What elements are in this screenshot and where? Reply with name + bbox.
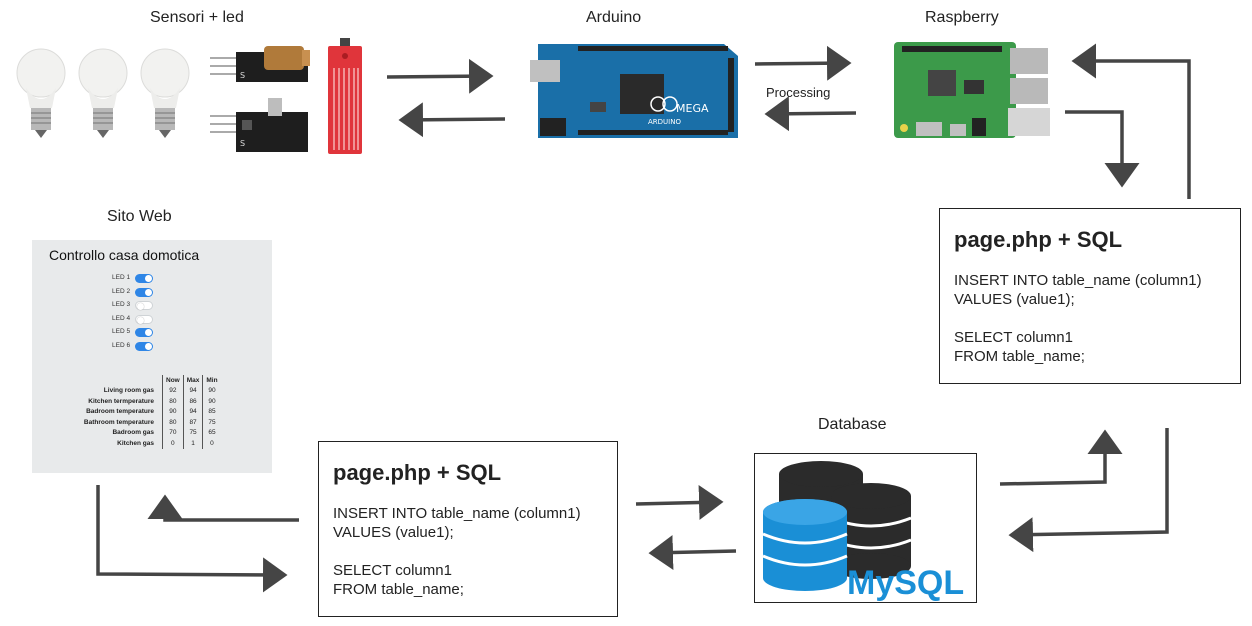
arrow-database-to-codebox-bottom <box>648 535 737 570</box>
sql-line: SELECT column1 <box>333 562 452 579</box>
mega-text: MEGA <box>676 102 709 115</box>
database-label: Database <box>818 416 887 433</box>
arrow-raspberry-to-arduino <box>764 96 857 132</box>
arduino-board: MEGA ARDUINO <box>530 44 738 138</box>
codebox-bottom: page.php + SQL INSERT INTO table_name (c… <box>318 441 618 617</box>
laser-sensor-icon: S <box>210 46 310 82</box>
led-toggle[interactable] <box>135 314 153 324</box>
website-mockup: Controllo casa domotica LED 1 LED 2 LED … <box>32 240 272 473</box>
led-toggle[interactable] <box>135 328 153 337</box>
led-label: LED 2 <box>112 287 131 295</box>
table-header: Min <box>202 375 221 386</box>
sensor-modules: S S <box>210 38 362 154</box>
website-label: Sito Web <box>107 208 172 225</box>
mysql-text: MySQL <box>847 564 964 602</box>
led-toggle[interactable] <box>135 274 153 283</box>
led-label: LED 6 <box>112 341 131 349</box>
table-header: Now <box>162 375 184 386</box>
bulb-icon <box>16 48 66 138</box>
sql-line: VALUES (value1); <box>954 291 1075 308</box>
sensors-label: Sensori + led <box>150 9 244 26</box>
svg-text:S: S <box>240 139 245 148</box>
led-row: LED 6 <box>112 341 153 352</box>
led-row: LED 5 <box>112 328 153 338</box>
bulb-icon <box>78 48 128 138</box>
table-row: Kitchen gas 0 1 0 <box>52 438 221 449</box>
led-toggle[interactable] <box>135 301 153 310</box>
codebox-right-title: page.php + SQL <box>954 227 1123 252</box>
website-title: Controllo casa domotica <box>49 247 200 263</box>
raspberry-label: Raspberry <box>925 9 999 26</box>
arrow-codebox-to-database <box>1008 428 1169 553</box>
processing-label: Processing <box>766 85 831 100</box>
sql-line: VALUES (value1); <box>333 524 454 541</box>
table-row: Kitchen termperature 80 86 90 <box>52 396 221 407</box>
arrow-sensors-to-arduino <box>386 58 494 94</box>
led-toggle[interactable] <box>135 287 153 297</box>
led-row: LED 4 <box>112 314 153 325</box>
arrow-codebox-to-website <box>147 494 299 522</box>
arrow-database-to-codebox <box>999 429 1123 486</box>
sql-line: FROM table_name; <box>954 348 1085 365</box>
water-sensor-icon <box>328 38 362 154</box>
led-row: LED 3 <box>112 301 153 311</box>
light-sensor-icon: S <box>210 98 308 152</box>
table-row: Living room gas 92 94 90 <box>52 385 221 396</box>
led-row: LED 2 <box>112 287 153 298</box>
arduino-logo-text: ARDUINO <box>648 118 681 126</box>
sql-line: SELECT column1 <box>954 329 1073 346</box>
table-row: Bathroom temperature 80 87 75 <box>52 417 221 428</box>
table-header: Max <box>182 375 203 386</box>
arrow-codebox-to-raspberry <box>1071 43 1191 199</box>
database-icon: MySQL <box>762 461 964 602</box>
led-label: LED 1 <box>112 274 131 281</box>
arrow-website-to-codebox <box>96 485 288 593</box>
led-row: LED 1 <box>112 274 153 284</box>
arrow-raspberry-to-codebox <box>1065 110 1140 188</box>
led-toggle[interactable] <box>135 341 153 351</box>
bulbs-group <box>16 48 190 138</box>
led-label: LED 5 <box>112 328 131 335</box>
bulb-icon <box>140 48 190 138</box>
led-label: LED 3 <box>112 301 131 308</box>
table-row: Badroom gas 70 75 65 <box>52 427 221 438</box>
arrow-codebox-to-database-bottom <box>635 485 724 520</box>
sql-line: INSERT INTO table_name (column1) <box>333 505 581 522</box>
database-box: MySQL <box>754 453 977 603</box>
arrow-arduino-to-sensors <box>398 102 506 138</box>
arrow-arduino-to-raspberry <box>754 45 852 81</box>
sensor-table: Now Max Min Living room gas 92 94 90 Kit… <box>52 375 221 449</box>
sql-line: INSERT INTO table_name (column1) <box>954 272 1202 289</box>
sql-line: FROM table_name; <box>333 581 464 598</box>
table-row: Badroom temperature 90 94 85 <box>52 406 221 417</box>
codebox-bottom-title: page.php + SQL <box>333 460 502 485</box>
arduino-label: Arduino <box>586 9 642 26</box>
svg-text:S: S <box>240 71 245 80</box>
raspberry-board <box>894 42 1050 138</box>
codebox-right: page.php + SQL INSERT INTO table_name (c… <box>939 208 1241 384</box>
led-label: LED 4 <box>112 314 131 322</box>
